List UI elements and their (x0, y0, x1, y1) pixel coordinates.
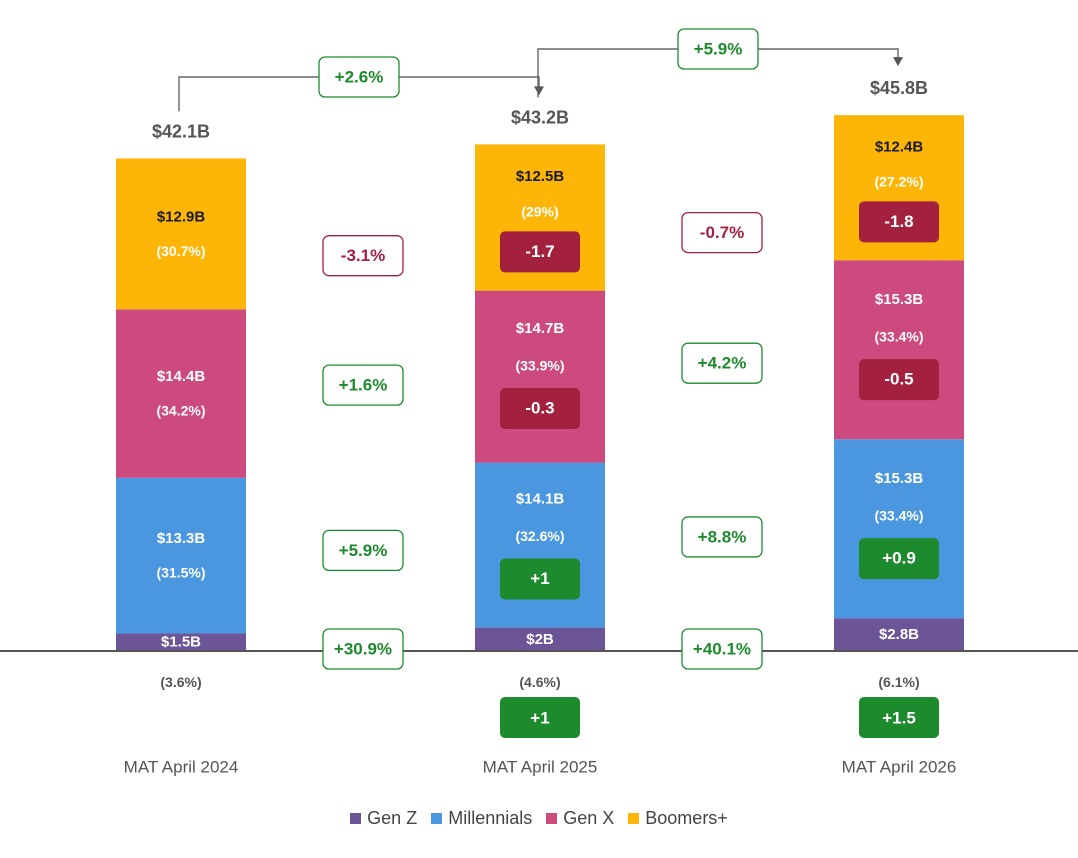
growth-label: +4.2% (698, 354, 747, 373)
data-label: (30.7%) (156, 243, 205, 259)
legend-swatch (350, 813, 362, 824)
data-label: (4.6%) (519, 674, 560, 690)
data-label: (3.6%) (160, 674, 201, 690)
change-badge (500, 231, 580, 273)
data-label: (33.4%) (874, 329, 923, 345)
legend-item: Millennials (431, 808, 532, 829)
data-label: $12.5B (516, 168, 565, 185)
data-label: $14.7B (516, 320, 565, 337)
bar-segment (116, 309, 246, 478)
growth-label: +8.8% (698, 527, 747, 546)
data-label: -0.5 (884, 370, 913, 389)
data-label: +1 (530, 569, 549, 588)
legend-item: Gen X (546, 808, 614, 829)
legend-item: Gen Z (350, 808, 417, 829)
data-label: (33.9%) (515, 357, 564, 373)
data-label: (27.2%) (874, 174, 923, 190)
connector-arrow (534, 86, 544, 96)
bar-segment (834, 618, 964, 651)
growth-label: +40.1% (693, 640, 751, 659)
bar-segment (475, 290, 605, 463)
bar-segment (475, 627, 605, 651)
growth-badge (681, 342, 763, 384)
change-badge (859, 359, 939, 401)
total-label: $42.1B (152, 121, 210, 141)
legend-label: Gen Z (367, 808, 418, 828)
legend-swatch (628, 813, 640, 824)
legend-swatch (546, 813, 558, 824)
data-label: $13.3B (157, 530, 206, 547)
total-growth-badge (677, 28, 759, 70)
data-label: $14.1B (516, 490, 565, 507)
bar-segment (116, 633, 246, 651)
data-label: $15.3B (875, 470, 924, 487)
bar-segment (116, 158, 246, 310)
data-label: +1 (530, 709, 549, 728)
change-badge (500, 558, 580, 600)
total-growth-badge (318, 56, 400, 98)
change-badge (500, 388, 580, 430)
data-label: $12.9B (157, 208, 206, 225)
data-label: +1.5 (882, 709, 916, 728)
growth-badge (322, 235, 404, 277)
change-badge (859, 201, 939, 243)
data-label: $2B (526, 631, 554, 648)
legend-swatch (431, 813, 443, 824)
legend-label: Millennials (448, 808, 533, 828)
growth-badge (322, 529, 404, 572)
data-label: (32.6%) (515, 528, 564, 544)
growth-badge (681, 628, 763, 670)
growth-badge (681, 211, 763, 254)
change-badge (859, 697, 939, 738)
data-label: $12.4B (875, 139, 924, 156)
data-label: -1.7 (525, 242, 554, 261)
total-growth-label: +2.6% (335, 68, 384, 87)
growth-badge (322, 364, 404, 406)
data-label: (6.1%) (878, 674, 919, 690)
legend-label: Boomers+ (645, 808, 728, 828)
data-label: $15.3B (875, 291, 924, 308)
total-label: $43.2B (511, 107, 569, 127)
growth-label: -3.1% (341, 246, 385, 265)
x-tick-label: MAT April 2025 (483, 758, 598, 777)
growth-badge (681, 516, 763, 558)
growth-label: +5.9% (339, 541, 388, 560)
data-label: (29%) (521, 203, 558, 219)
bar-segment (475, 462, 605, 628)
bar-segment (834, 439, 964, 619)
data-label: -0.3 (525, 399, 554, 418)
growth-badge (322, 628, 404, 670)
change-badge (859, 538, 939, 580)
connector-arrow (893, 57, 903, 67)
legend-item: Boomers+ (628, 808, 728, 829)
bar-segment (834, 260, 964, 440)
total-growth-label: +5.9% (694, 40, 743, 59)
legend: Gen Z Millennials Gen X Boomers+ (0, 808, 1078, 829)
data-label: +0.9 (882, 549, 916, 568)
data-label: (31.5%) (156, 565, 205, 581)
data-label: (33.4%) (874, 508, 923, 524)
data-label: $1.5B (161, 634, 201, 651)
growth-label: +1.6% (339, 376, 388, 395)
data-label: $2.8B (879, 626, 919, 643)
legend-label: Gen X (563, 808, 615, 828)
change-badge (500, 697, 580, 738)
data-label: $14.4B (157, 368, 206, 385)
data-label: -1.8 (884, 212, 913, 231)
x-tick-label: MAT April 2026 (842, 758, 957, 777)
data-label: (34.2%) (156, 403, 205, 419)
x-tick-label: MAT April 2024 (124, 758, 239, 777)
total-label: $45.8B (870, 78, 928, 98)
growth-label: -0.7% (700, 223, 744, 242)
growth-label: +30.9% (334, 640, 392, 659)
bar-segment (116, 477, 246, 634)
